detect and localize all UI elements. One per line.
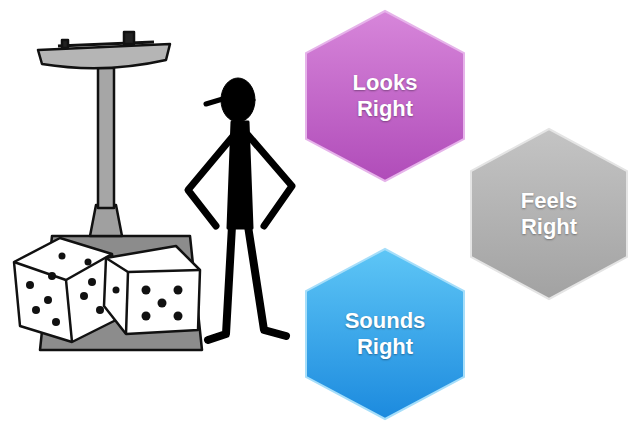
hexagon-label: Sounds Right [337, 308, 433, 361]
hexagon-label: Feels Right [501, 188, 597, 241]
hexagon-label-area: Looks Right [305, 10, 465, 182]
hexagon-label-area: Feels Right [470, 128, 628, 300]
right-die [104, 246, 200, 334]
hexagon-node: Sounds Right [305, 248, 465, 420]
stick-figure [188, 78, 292, 340]
hexagon-node: Feels Right [470, 128, 628, 300]
hexagon-node: Looks Right [305, 10, 465, 182]
hexagon-label-area: Sounds Right [305, 248, 465, 420]
hexagon-label: Looks Right [337, 70, 433, 123]
